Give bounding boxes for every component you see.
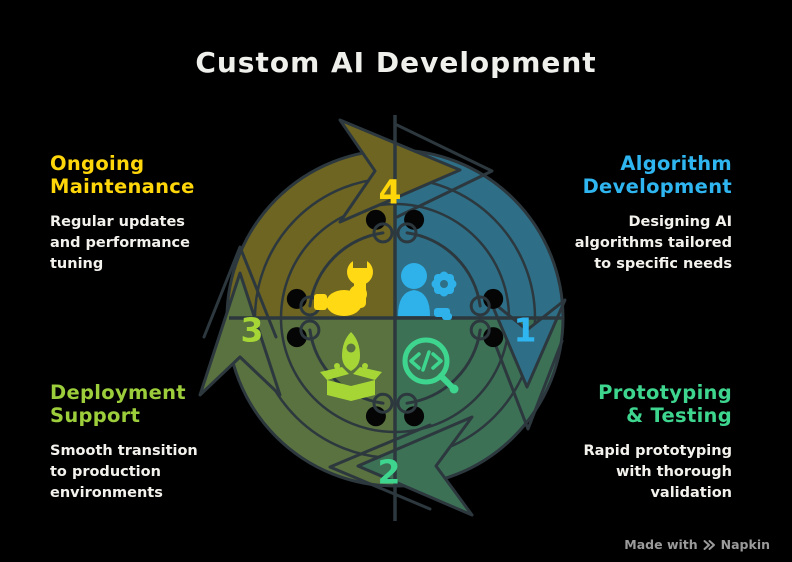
step2-label: Prototyping & Testing <box>598 381 732 428</box>
box-face-right <box>351 380 375 401</box>
box-flap-left <box>320 367 349 380</box>
handle-dot <box>449 384 459 394</box>
lens-ring <box>402 337 450 385</box>
inner-arc-sw <box>308 328 385 405</box>
quadrant4-maintenance <box>225 148 397 320</box>
gear-shape <box>431 271 457 297</box>
step3-text-block: Deployment Support Smooth transition to … <box>50 381 235 504</box>
step1-description: Designing AI algorithms tailored to spec… <box>574 213 732 272</box>
gear-hole <box>440 280 448 288</box>
magnifier-handle <box>438 373 454 389</box>
person-head <box>401 263 427 289</box>
wrench-hand-icon <box>314 252 373 316</box>
made-with-credit: Made with Napkin <box>624 537 770 552</box>
cycle-diagram: 4 1 2 3 <box>198 115 567 521</box>
step4-text-block: Ongoing Maintenance Regular updates and … <box>50 152 235 275</box>
brand-text: Napkin <box>720 537 770 552</box>
step2-description: Rapid prototyping with thorough validati… <box>583 442 732 501</box>
person-body <box>398 290 430 316</box>
step4-number: 4 <box>379 173 402 212</box>
box-face-left <box>327 380 351 401</box>
step1-label: Algorithm Development <box>582 152 732 199</box>
step2-text-block: Prototyping & Testing Rapid prototyping … <box>547 381 732 504</box>
step4-description: Regular updates and performance tuning <box>50 213 190 272</box>
arrow-step3-north <box>198 271 282 397</box>
rocket-window <box>346 343 356 353</box>
echo-chevron-top <box>395 123 494 219</box>
step1-number: 1 <box>514 311 537 350</box>
step1-text-block: Algorithm Development Designing AI algor… <box>547 152 732 275</box>
echo-chevron-right <box>492 339 564 431</box>
napkin-logo-icon <box>703 539 715 550</box>
code-slash <box>421 350 431 372</box>
step2-number: 2 <box>378 453 401 492</box>
code-chevron-right <box>431 352 443 370</box>
step4-label: Ongoing Maintenance <box>50 152 195 199</box>
rocket-launch-icon <box>320 332 382 401</box>
inner-arc-ne <box>405 231 482 308</box>
box-flap-right <box>353 367 382 380</box>
code-chevron-left <box>409 352 421 370</box>
made-with-text: Made with <box>624 537 698 552</box>
gear-foot-2 <box>442 313 452 320</box>
inner-arc-nw <box>308 231 385 308</box>
step3-label: Deployment Support <box>50 381 186 428</box>
exhaust-drop-left <box>334 363 340 369</box>
step3-description: Smooth transition to production environm… <box>50 442 198 501</box>
code-magnifier-icon <box>402 337 459 394</box>
wrench-notch <box>353 252 367 268</box>
exhaust-drop-right <box>362 363 368 369</box>
person-gear-icon <box>398 263 457 320</box>
echo-chevron-left <box>202 245 278 339</box>
page-title: Custom AI Development <box>195 46 597 79</box>
inner-arc-se <box>405 328 482 405</box>
arrow-step4-east <box>338 118 462 224</box>
arrow-step1-south <box>488 298 567 389</box>
step3-number: 3 <box>241 311 264 350</box>
cuff-shape <box>314 294 327 310</box>
